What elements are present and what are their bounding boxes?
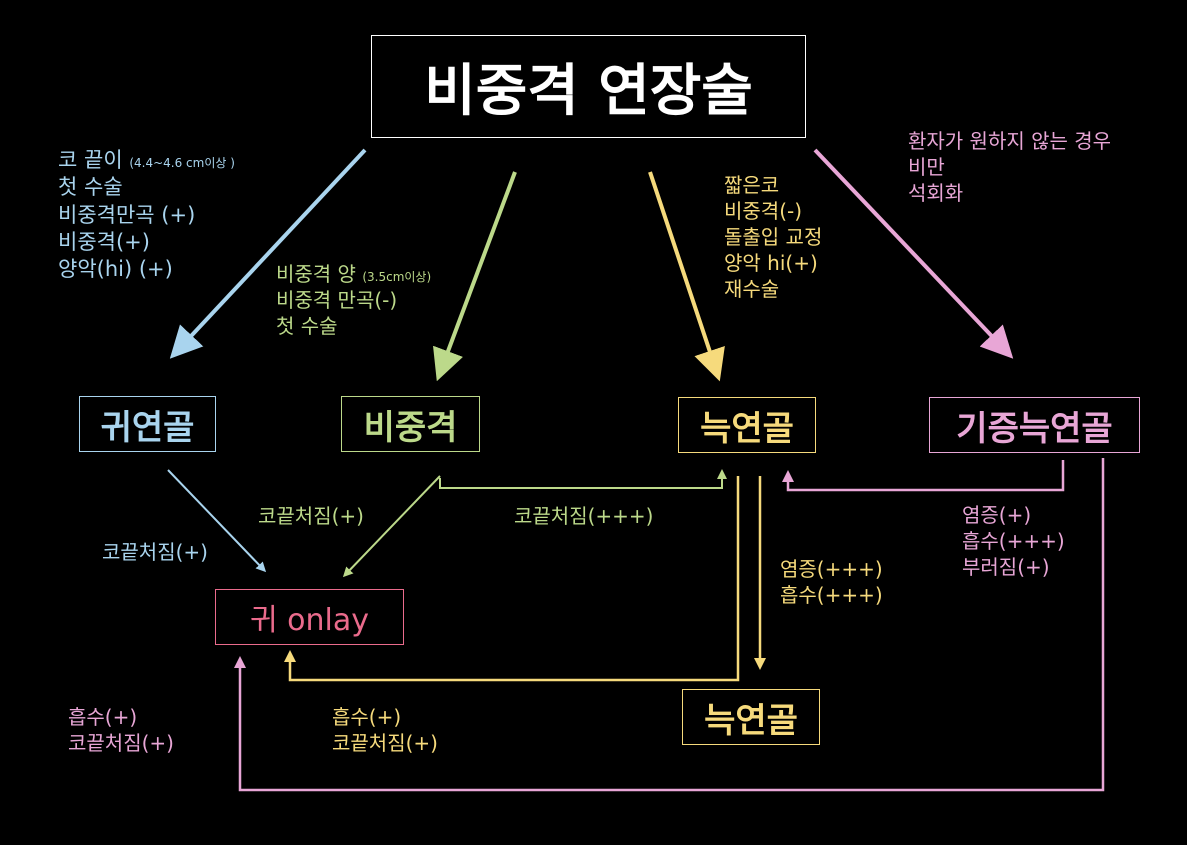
- edge-label-line: 흡수(+++): [780, 583, 883, 607]
- arrow-title-to-rib: [648, 171, 725, 382]
- arrow-rib-to-onlay: [284, 476, 740, 682]
- edge-label-line: 염증(+++): [780, 557, 883, 581]
- donor-criteria-line: 석회화: [908, 181, 964, 205]
- ear-criteria-list: 코 끝이 (4.4~4.6 cm이상 ) 첫 수술 비중격만곡 (+) 비중격(…: [58, 147, 235, 283]
- septum-criteria-line: 첫 수술: [276, 314, 338, 338]
- septum-criteria-note: (3.5cm이상): [362, 270, 432, 284]
- edge-label-septum-to-rib: 코끝처짐(+++): [514, 504, 654, 528]
- edge-label-line: 코끝처짐(+): [68, 731, 174, 755]
- node-donor-rib-cartilage: 기증늑연골: [929, 397, 1140, 453]
- ear-criteria-line: 비중격(+): [58, 229, 150, 254]
- edge-label-line: 코끝처짐(+): [332, 731, 438, 755]
- arrow-title-to-ear: [169, 148, 367, 359]
- edge-label-line: 흡수(+++): [962, 529, 1065, 553]
- edge-label-line: 부러짐(+): [962, 555, 1050, 579]
- arrow-ear-to-onlay: [167, 469, 267, 573]
- donor-criteria-list: 환자가 원하지 않는 경우 비만 석회화: [908, 128, 1111, 206]
- edge-label-ear-to-onlay: 코끝처짐(+): [102, 540, 208, 564]
- donor-criteria-line: 비만: [908, 155, 945, 179]
- arrow-septum-to-rib: [439, 469, 727, 489]
- ear-criteria-line: 양악(hi) (+): [58, 257, 173, 282]
- arrow-title-to-donor: [813, 148, 1014, 359]
- rib-criteria-line: 돌출입 교정: [724, 225, 823, 249]
- edge-label-rib-to-onlay: 흡수(+) 코끝처짐(+): [332, 704, 438, 756]
- edge-label-rib-to-rib: 염증(+++) 흡수(+++): [780, 556, 883, 608]
- node-septum: 비중격: [341, 396, 480, 452]
- ear-criteria-line: 코 끝이: [58, 148, 123, 172]
- edge-label-line: 흡수(+): [68, 705, 138, 729]
- node-rib-cartilage: 늑연골: [678, 397, 816, 453]
- edge-label-donor-to-rib: 염증(+) 흡수(+++) 부러짐(+): [962, 502, 1065, 580]
- ear-criteria-note: (4.4~4.6 cm이상 ): [129, 156, 235, 170]
- page-title: 비중격 연장술: [371, 35, 806, 138]
- arrow-title-to-septum: [433, 171, 517, 382]
- arrow-donor-to-rib: [782, 460, 1065, 492]
- node-ear-onlay: 귀 onlay: [215, 589, 404, 645]
- rib-criteria-list: 짧은코 비중격(-) 돌출입 교정 양악 hi(+) 재수술: [724, 172, 822, 302]
- arrow-septum-to-onlay: [342, 475, 441, 578]
- rib-criteria-line: 짧은코: [724, 173, 780, 197]
- rib-criteria-line: 비중격(-): [724, 199, 803, 223]
- septum-criteria-line: 비중격 만곡(-): [276, 288, 398, 312]
- edge-label-line: 흡수(+): [332, 705, 402, 729]
- node-rib-cartilage-bottom: 늑연골: [682, 689, 820, 745]
- donor-criteria-line: 환자가 원하지 않는 경우: [908, 129, 1112, 153]
- node-ear-cartilage: 귀연골: [79, 396, 216, 452]
- edge-label-line: 염증(+): [962, 503, 1032, 527]
- ear-criteria-line: 비중격만곡 (+): [58, 202, 196, 227]
- edge-label-septum-to-onlay: 코끝처짐(+): [258, 504, 364, 528]
- septum-criteria-line: 비중격 양: [276, 262, 356, 286]
- arrow-donor-to-onlay: [234, 458, 1105, 792]
- rib-criteria-line: 양악 hi(+): [724, 251, 818, 275]
- rib-criteria-line: 재수술: [724, 277, 780, 301]
- ear-criteria-line: 첫 수술: [58, 175, 123, 200]
- edge-label-donor-to-onlay: 흡수(+) 코끝처짐(+): [68, 704, 174, 756]
- septum-criteria-list: 비중격 양 (3.5cm이상) 비중격 만곡(-) 첫 수술: [276, 261, 431, 339]
